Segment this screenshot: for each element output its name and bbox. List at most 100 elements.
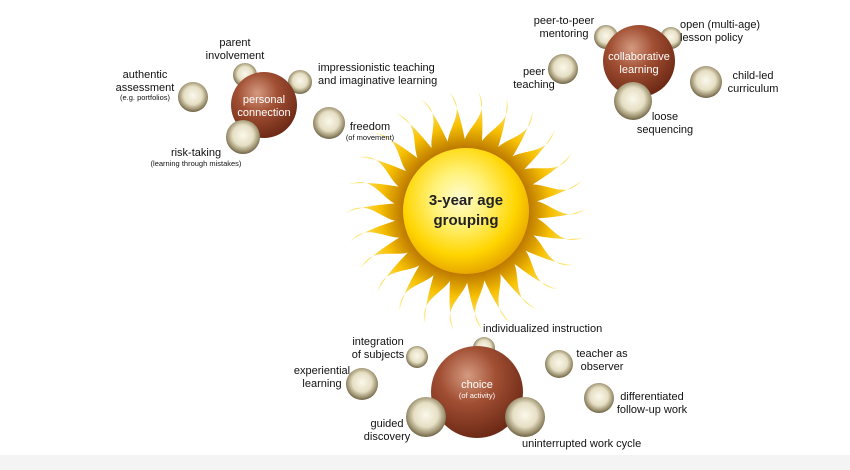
sun-ray <box>424 262 454 324</box>
label-loose-line2: sequencing <box>636 123 694 136</box>
sun-ray <box>346 202 408 222</box>
label-childled-line2: curriculum <box>727 82 779 95</box>
sun-ray <box>377 242 429 293</box>
sun-ray <box>374 132 429 180</box>
hub-choice-line1: choice <box>461 379 493 391</box>
hub-personal-line1: personal <box>242 94 286 106</box>
label-integration-line2: of subjects <box>351 348 405 361</box>
label-guided-line2: discovery <box>363 430 411 443</box>
bubble-guided <box>406 397 446 437</box>
sun-ray <box>360 229 419 269</box>
sun-ray <box>464 267 485 330</box>
label-impressionistic-line1: impressionistic teaching <box>318 62 435 74</box>
label-freedom-line1: freedom <box>349 121 391 133</box>
sun-ray <box>503 242 558 290</box>
label-teacher-line1: teacher as <box>576 348 628 360</box>
hub-collaborative-learning <box>603 25 675 97</box>
center-label: 3-year age grouping <box>416 191 516 230</box>
label-experiential-line1: experiential <box>293 365 351 377</box>
bubble-risk <box>226 120 260 154</box>
sun-ray <box>396 113 441 169</box>
sun-ray <box>358 156 419 193</box>
bottom-band <box>0 455 850 470</box>
sun-ray <box>513 153 572 193</box>
sun-core <box>403 148 529 274</box>
label-open-line2: lesson policy <box>680 31 743 44</box>
label-risk-line1: risk-taking <box>170 147 222 159</box>
sun-ray <box>520 180 583 206</box>
sun-ray <box>513 229 574 266</box>
label-child-led: child-led curriculum <box>722 70 784 95</box>
bubble-impressionistic <box>288 70 312 94</box>
label-uninterrupted: uninterrupted work cycle <box>522 438 652 451</box>
label-individualized-line1: individualized instruction <box>483 323 603 335</box>
sun-ray <box>491 111 533 169</box>
label-authentic-sub: (e.g. portfolios) <box>119 93 171 103</box>
sun-ray <box>491 253 536 309</box>
label-teacher-line2: observer <box>580 360 624 373</box>
sun-ray <box>447 92 468 155</box>
label-p2p-line2: mentoring <box>539 27 589 40</box>
bubble-loose <box>614 82 652 120</box>
bubble-child-led <box>690 66 722 98</box>
label-integration: integration of subjects <box>348 336 408 361</box>
label-authentic-line2: assessment <box>115 81 175 94</box>
label-p2p-line1: peer-to-peer <box>533 15 595 27</box>
label-experiential-line2: learning <box>302 377 342 390</box>
label-childled-line1: child-led <box>732 70 774 82</box>
label-risk-taking: risk-taking (learning through mistakes) <box>146 147 246 168</box>
label-teacher-observer: teacher as observer <box>571 348 633 373</box>
sun-ray <box>349 182 412 206</box>
label-differentiated: differentiated follow-up work <box>612 391 692 416</box>
label-guided-line1: guided <box>370 418 404 430</box>
label-integration-line1: integration <box>352 336 404 348</box>
label-open-lesson: open (multi-age) lesson policy <box>680 19 770 44</box>
sun-ray <box>449 267 469 331</box>
sun-ray <box>520 216 583 240</box>
label-parent-line1: parent <box>219 37 251 49</box>
label-individualized: individualized instruction <box>483 323 603 336</box>
hub-choice-label: choice (of activity) <box>437 379 517 400</box>
label-peerteach-line2: teaching <box>513 78 555 91</box>
bubble-teacher <box>545 350 573 378</box>
label-risk-sub: (learning through mistakes) <box>150 158 242 168</box>
sun-rays <box>346 91 586 331</box>
label-loose-line1: loose <box>651 111 679 123</box>
label-open-line1: open (multi-age) <box>680 19 761 31</box>
label-differentiated-line2: follow-up work <box>616 403 688 416</box>
bubble-integration <box>406 346 428 368</box>
sun-ray <box>421 99 454 160</box>
label-peerteach-line1: peer <box>522 66 546 78</box>
label-guided-discovery: guided discovery <box>360 418 414 443</box>
label-impressionistic-line2: and imaginative learning <box>318 74 438 87</box>
hub-personal-label: personal connection <box>229 94 299 119</box>
label-uninterrupted-line1: uninterrupted work cycle <box>522 438 642 450</box>
bubble-authentic <box>178 82 208 112</box>
hub-personal-line2: connection <box>237 106 291 119</box>
label-authentic-line1: authentic <box>122 69 168 81</box>
label-freedom-sub: (of movement) <box>345 132 395 142</box>
bubble-uninterrupted <box>505 397 545 437</box>
bubble-differentiated <box>584 383 614 413</box>
label-parent-involvement: parent involvement <box>200 37 270 62</box>
hub-choice <box>431 346 523 438</box>
label-experiential: experiential learning <box>292 365 352 390</box>
label-peer-to-peer: peer-to-peer mentoring <box>528 15 600 40</box>
sun-ray <box>478 98 508 160</box>
sun-ray <box>349 216 412 242</box>
sun-ray <box>478 262 511 323</box>
label-loose-sequencing: loose sequencing <box>633 111 697 136</box>
label-freedom: freedom (of movement) <box>340 121 400 142</box>
hub-collab-line2: learning <box>619 63 659 76</box>
sun-ray <box>524 200 586 220</box>
label-authentic-assessment: authentic assessment (e.g. portfolios) <box>105 69 185 103</box>
label-differentiated-line1: differentiated <box>620 391 684 403</box>
label-parent-line2: involvement <box>205 49 265 62</box>
hub-collab-line1: collaborative <box>608 51 670 63</box>
center-label-line1: 3-year age <box>428 192 504 209</box>
label-peer-teaching: peer teaching <box>508 66 560 91</box>
label-impressionistic: impressionistic teaching and imaginative… <box>318 62 448 87</box>
center-label-line2: grouping <box>433 211 499 229</box>
